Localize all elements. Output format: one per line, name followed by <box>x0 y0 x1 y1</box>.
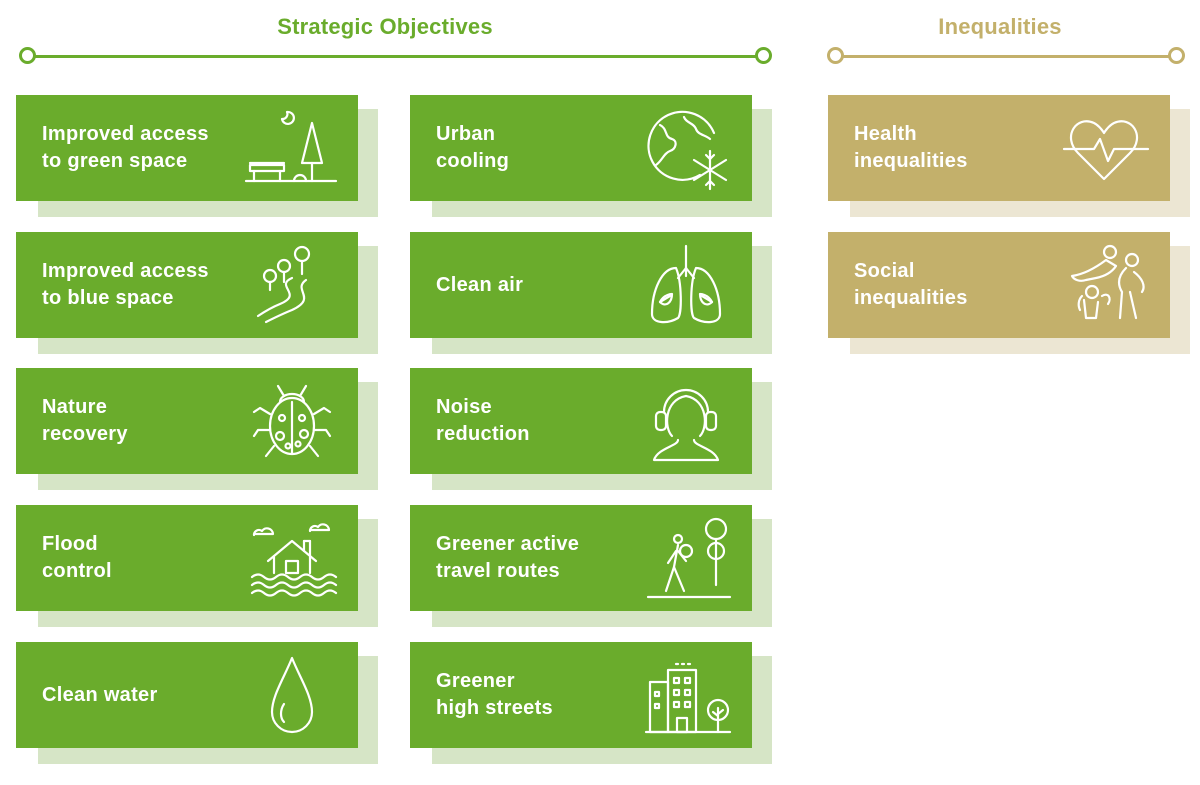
inequalities-rule-right-node <box>1168 47 1185 64</box>
inequality-card-social: Social inequalities <box>828 232 1190 354</box>
inequality-card-health: Health inequalities <box>828 95 1190 217</box>
objective-card-high-streets: Greener high streets <box>410 642 772 764</box>
objective-card-noise-reduction: Noise reduction <box>410 368 772 490</box>
river-trees-icon <box>244 242 340 328</box>
card-label: Noise reduction <box>436 396 530 445</box>
park-bench-tree-icon <box>244 105 340 191</box>
card-label: Urban cooling <box>436 123 510 172</box>
objective-card-flood-control: Flood control <box>16 505 378 627</box>
card-label: Improved access to green space <box>42 123 209 172</box>
globe-snowflake-icon <box>638 105 734 191</box>
card-face: Social inequalities <box>828 232 1170 338</box>
objective-card-clean-water: Clean water <box>16 642 378 764</box>
water-drop-icon <box>244 652 340 738</box>
ladybird-icon <box>244 378 340 464</box>
card-face: Urban cooling <box>410 95 752 201</box>
card-label: Nature recovery <box>42 396 128 445</box>
card-face: Flood control <box>16 505 358 611</box>
card-face: Noise reduction <box>410 368 752 474</box>
card-face: Improved access to blue space <box>16 232 358 338</box>
buildings-tree-icon <box>638 652 734 738</box>
inequalities-rule-left-node <box>827 47 844 64</box>
card-label: Clean water <box>42 683 158 706</box>
card-face: Greener active travel routes <box>410 505 752 611</box>
objective-card-urban-cooling: Urban cooling <box>410 95 772 217</box>
people-embrace-icon <box>1056 242 1152 328</box>
objective-card-green-space: Improved access to green space <box>16 95 378 217</box>
inequalities-title: Inequalities <box>938 14 1062 39</box>
card-face: Clean water <box>16 642 358 748</box>
strategic-objectives-title: Strategic Objectives <box>277 14 493 39</box>
card-face: Health inequalities <box>828 95 1170 201</box>
card-label: Clean air <box>436 273 524 296</box>
card-label: Health inequalities <box>854 123 968 172</box>
card-label: Greener high streets <box>436 670 553 719</box>
strategic-rule-right-node <box>755 47 772 64</box>
lungs-icon <box>638 242 734 328</box>
heart-pulse-icon <box>1056 105 1152 191</box>
strategic-objectives-rule <box>27 55 765 58</box>
card-face: Nature recovery <box>16 368 358 474</box>
card-face: Improved access to green space <box>16 95 358 201</box>
objective-card-blue-space: Improved access to blue space <box>16 232 378 354</box>
strategic-rule-left-node <box>19 47 36 64</box>
card-face: Greener high streets <box>410 642 752 748</box>
objective-card-nature-recovery: Nature recovery <box>16 368 378 490</box>
card-label: Greener active travel routes <box>436 533 580 582</box>
card-label: Improved access to blue space <box>42 260 209 309</box>
card-label: Flood control <box>42 533 112 582</box>
inequalities-rule <box>836 55 1176 58</box>
walker-trees-icon <box>638 515 734 601</box>
card-label: Social inequalities <box>854 260 968 309</box>
ear-defenders-head-icon <box>638 378 734 464</box>
objective-card-active-travel: Greener active travel routes <box>410 505 772 627</box>
objective-card-clean-air: Clean air <box>410 232 772 354</box>
card-face: Clean air <box>410 232 752 338</box>
flooded-house-icon <box>244 515 340 601</box>
